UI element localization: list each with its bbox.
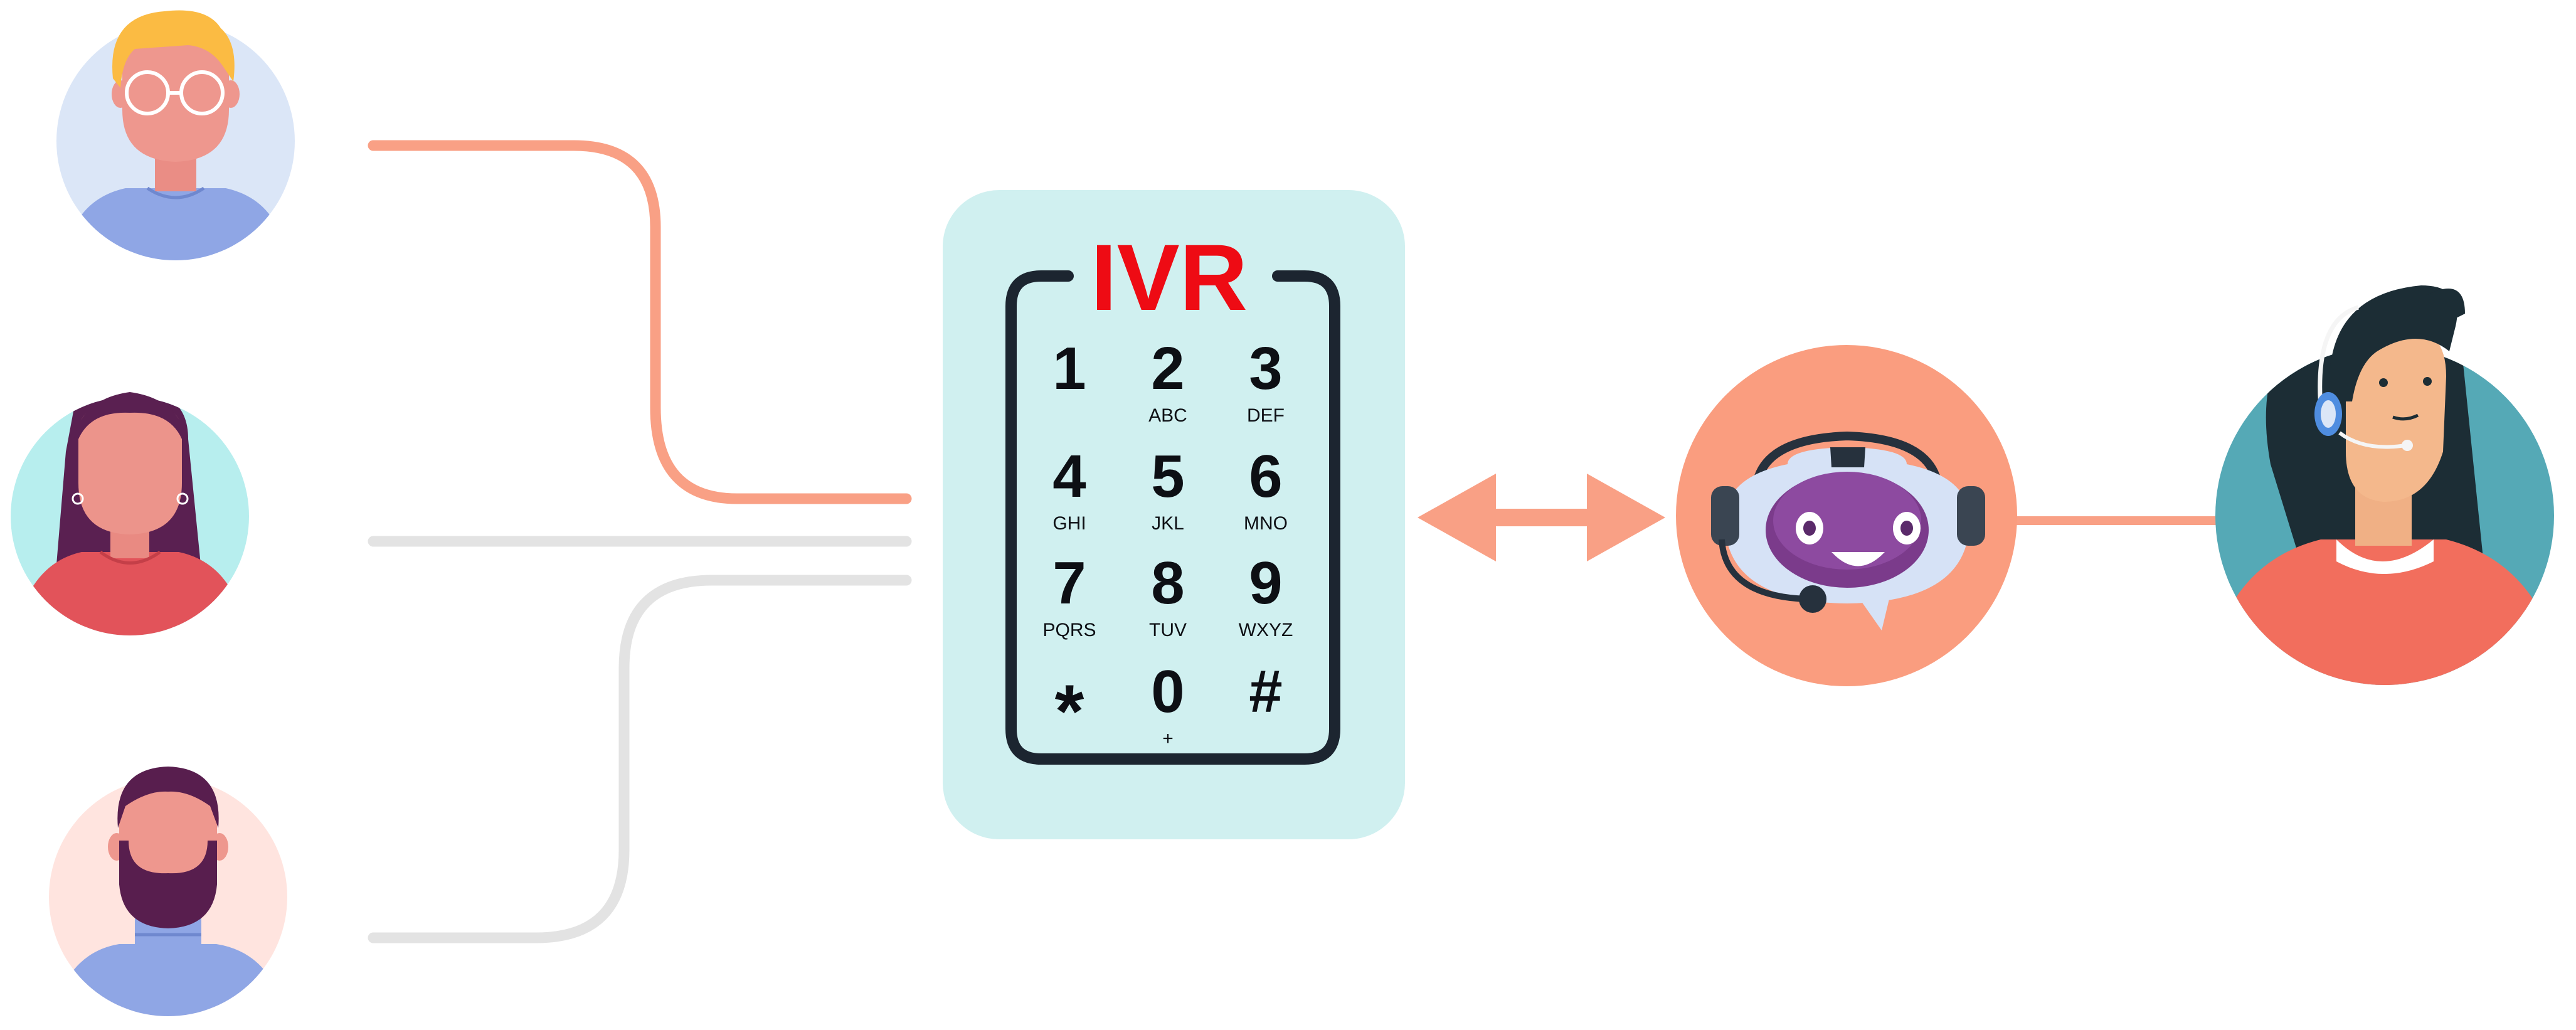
key-letters-9: WXYZ <box>1239 620 1293 640</box>
key-letters-8: TUV <box>1149 620 1187 640</box>
key-digit-6: 6 <box>1249 443 1282 510</box>
key-letters-3: DEF <box>1247 405 1285 426</box>
connector-caller-1-active <box>368 140 912 504</box>
key-letters-7: PQRS <box>1042 620 1096 640</box>
key-letters-2: ABC <box>1148 405 1187 426</box>
key-digit-4: 4 <box>1052 443 1086 510</box>
key-digit-9: 9 <box>1249 550 1282 617</box>
agent-headset-avatar <box>2215 285 2554 685</box>
key-letters-5: JKL <box>1152 513 1184 534</box>
key-digit-star: * <box>1055 669 1084 753</box>
key-digit-7: 7 <box>1052 550 1086 617</box>
caller-bearded-man-avatar <box>49 767 287 1016</box>
ivr-title: IVR <box>1091 225 1248 330</box>
key-digit-2: 2 <box>1151 335 1184 402</box>
key-letters-6: MNO <box>1244 513 1288 534</box>
robot-headset-icon <box>1676 345 2017 686</box>
key-letters-4: GHI <box>1052 513 1086 534</box>
keypad-frame <box>1005 270 1340 765</box>
caller-blond-glasses-avatar <box>56 10 295 260</box>
key-digit-0: 0 <box>1151 658 1184 725</box>
key-digit-hash: # <box>1249 658 1282 725</box>
key-letters-0: + <box>1162 728 1174 749</box>
ivr-panel <box>943 190 1405 839</box>
key-digit-3: 3 <box>1249 335 1282 402</box>
key-digit-5: 5 <box>1151 443 1184 510</box>
key-digit-1: 1 <box>1052 335 1086 402</box>
key-digit-8: 8 <box>1151 550 1184 617</box>
caller-woman-avatar <box>11 392 249 635</box>
bidirectional-arrow-icon <box>1418 474 1665 561</box>
connector-caller-3 <box>368 575 912 943</box>
